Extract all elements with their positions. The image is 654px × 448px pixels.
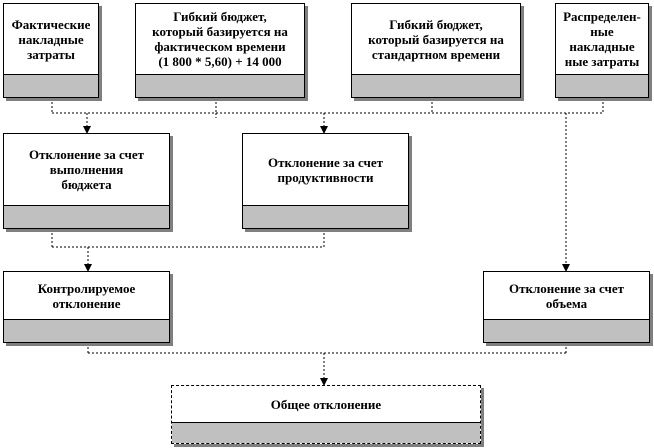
node-actual-overhead: Фактические накладные затраты <box>3 3 99 98</box>
node-flex-budget-standard-hours-label: Гибкий бюджет, который базируется на ста… <box>368 16 504 62</box>
node-applied-overhead: Распределен- ные накладные ные затраты <box>555 3 649 98</box>
node-volume-variance-bar <box>484 319 649 342</box>
node-actual-overhead-bar <box>4 74 98 97</box>
node-efficiency-variance-bar <box>243 205 408 228</box>
node-total-variance: Общее отклонение <box>171 385 481 444</box>
node-budget-variance-bar <box>4 205 169 228</box>
node-efficiency-variance-label: Отклонение за счет продуктивности <box>267 154 383 185</box>
node-applied-overhead-bar <box>556 74 648 97</box>
node-actual-overhead-label: Фактические накладные затраты <box>11 16 91 62</box>
node-total-variance-bar <box>172 422 480 443</box>
node-budget-variance-label: Отклонение за счет выполнения бюджета <box>28 147 144 192</box>
node-applied-overhead-label: Распределен- ные накладные ные затраты <box>563 9 641 69</box>
node-controllable-variance-label: Контролируемое отклонение <box>37 280 136 311</box>
node-controllable-variance: Контролируемое отклонение <box>3 271 170 343</box>
node-flex-budget-standard-hours: Гибкий бюджет, который базируется на ста… <box>351 3 521 98</box>
node-volume-variance: Отклонение за счет объема <box>483 271 650 343</box>
node-budget-variance: Отклонение за счет выполнения бюджета <box>3 133 170 229</box>
node-flex-budget-actual-hours-label: Гибкий бюджет, который базируется на фак… <box>152 9 288 69</box>
node-flex-budget-actual-hours-bar <box>136 74 304 97</box>
node-efficiency-variance: Отклонение за счет продуктивности <box>242 133 409 229</box>
node-total-variance-label: Общее отклонение <box>270 396 382 412</box>
node-volume-variance-label: Отклонение за счет объема <box>508 280 624 311</box>
node-flex-budget-actual-hours: Гибкий бюджет, который базируется на фак… <box>135 3 305 98</box>
node-controllable-variance-bar <box>4 319 169 342</box>
node-flex-budget-standard-hours-bar <box>352 74 520 97</box>
